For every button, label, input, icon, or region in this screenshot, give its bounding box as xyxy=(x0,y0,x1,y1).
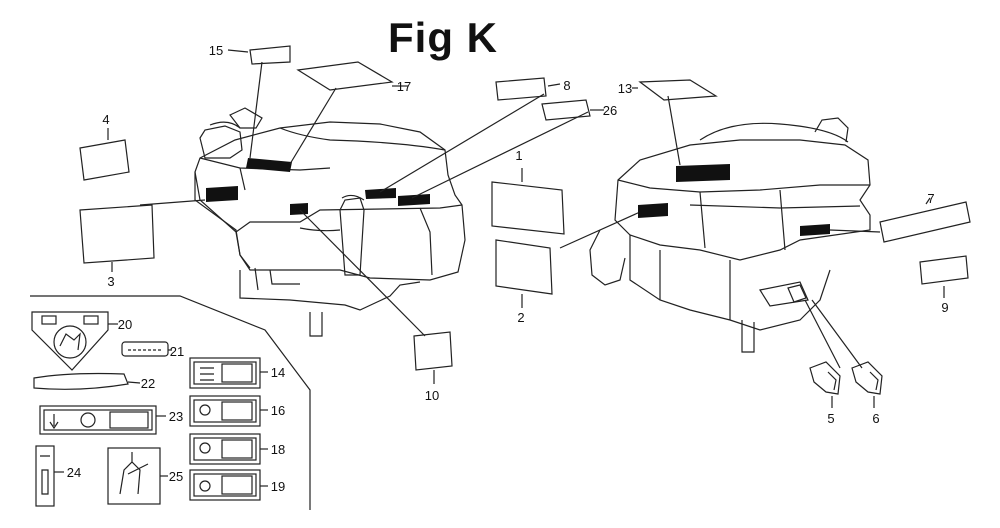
label-part-3 xyxy=(79,204,155,264)
callout-3: 3 xyxy=(107,274,114,289)
callout-5: 5 xyxy=(827,411,834,426)
label-part-10 xyxy=(413,331,453,371)
callout-4: 4 xyxy=(102,112,109,127)
figure-title: Fig K xyxy=(388,14,498,61)
callout-9: 9 xyxy=(941,300,948,315)
label-part-13 xyxy=(638,79,718,101)
clip-part-5 xyxy=(809,361,841,395)
label-part-15 xyxy=(249,45,291,65)
right-engine-label-marks xyxy=(638,164,830,236)
callout-16: 16 xyxy=(271,403,285,418)
callout-25: 25 xyxy=(169,469,183,484)
callout-17: 17 xyxy=(397,79,411,94)
callout-21: 21 xyxy=(170,344,184,359)
callout-numbers: 1 2 3 4 5 6 7 8 9 10 13 14 15 16 17 18 1… xyxy=(67,43,949,494)
label-part-1 xyxy=(491,181,565,235)
label-part-23 xyxy=(39,405,157,435)
inset-border xyxy=(30,295,311,510)
clip-part-6 xyxy=(851,361,883,395)
emblem-part-20 xyxy=(31,311,109,371)
callout-23: 23 xyxy=(169,409,183,424)
callout-1: 1 xyxy=(515,148,522,163)
label-part-9 xyxy=(919,255,969,285)
right-engine-drawing xyxy=(589,117,871,353)
leader-3-4 xyxy=(139,199,206,206)
label-stack-14-19 xyxy=(189,357,261,501)
label-part-17 xyxy=(296,61,394,91)
callout-13: 13 xyxy=(618,81,632,96)
label-part-21 xyxy=(121,341,169,357)
callout-18: 18 xyxy=(271,442,285,457)
label-part-26 xyxy=(541,99,591,121)
callout-2: 2 xyxy=(517,310,524,325)
label-part-2 xyxy=(495,239,553,295)
callout-10: 10 xyxy=(425,388,439,403)
label-part-7 xyxy=(879,201,971,243)
callout-7: 7 xyxy=(927,191,934,206)
callout-6: 6 xyxy=(872,411,879,426)
label-part-8 xyxy=(495,77,547,101)
left-engine-label-marks xyxy=(206,158,430,215)
label-part-24 xyxy=(35,445,55,507)
callout-14: 14 xyxy=(271,365,285,380)
left-engine-drawing xyxy=(194,107,466,337)
callout-26: 26 xyxy=(603,103,617,118)
callout-15: 15 xyxy=(209,43,223,58)
label-part-25 xyxy=(107,447,161,505)
label-part-4 xyxy=(79,139,130,181)
callout-24: 24 xyxy=(67,465,81,480)
callout-22: 22 xyxy=(141,376,155,391)
label-part-22 xyxy=(33,372,129,390)
callout-20: 20 xyxy=(118,317,132,332)
callout-19: 19 xyxy=(271,479,285,494)
callout-8: 8 xyxy=(563,78,570,93)
